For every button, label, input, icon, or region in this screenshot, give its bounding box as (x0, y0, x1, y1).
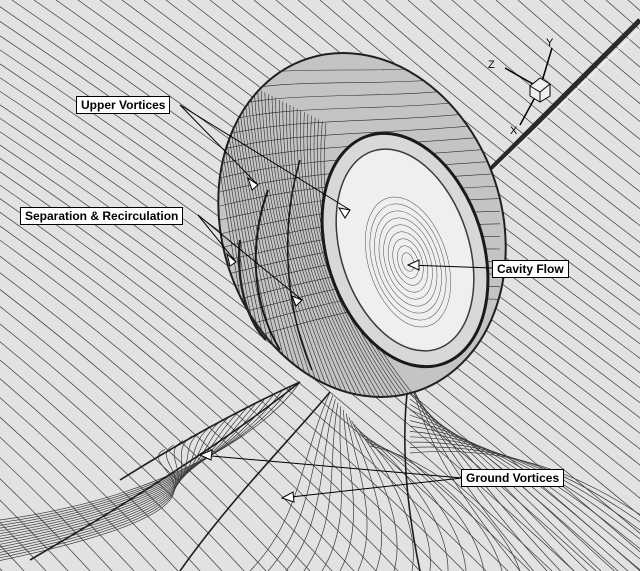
ground-streamline (0, 0, 90, 571)
ground-streamline (628, 0, 640, 571)
wake-streamline (410, 410, 615, 571)
wake-streamline (410, 431, 640, 571)
ground-streamline (0, 0, 222, 571)
wake-streamline (322, 406, 342, 571)
wake-streamline (410, 447, 640, 571)
axes-triad: Y Z X (488, 37, 554, 137)
ground-streamline (606, 0, 640, 571)
ground-streamline (0, 0, 244, 571)
x-axis-label: X (510, 125, 518, 137)
label-upper-vortices: Upper Vortices (76, 96, 170, 114)
wake-streamline (286, 399, 335, 571)
ground-streamline (0, 0, 2, 571)
label-separation-recirculation: Separation & Recirculation (20, 207, 183, 225)
y-axis-label: Y (546, 37, 554, 49)
z-axis-label: Z (488, 59, 495, 71)
wake-streamline (268, 396, 333, 571)
label-ground-vortices: Ground Vortices (461, 469, 564, 487)
arrowhead-ground-2 (282, 492, 294, 502)
label-cavity-flow: Cavity Flow (492, 260, 569, 278)
ground-streamline (584, 0, 640, 571)
ground-streamline (0, 0, 156, 571)
ground-streamline (0, 0, 266, 571)
tire (175, 15, 549, 434)
wake-streamline (357, 428, 430, 571)
ground-streamline (0, 0, 68, 571)
ground-streamline (0, 0, 178, 571)
